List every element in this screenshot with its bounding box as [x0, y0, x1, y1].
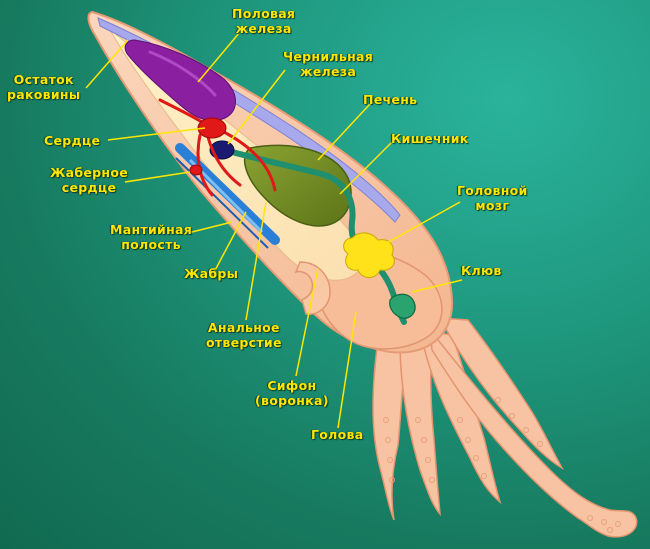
label-beak: Клюв: [461, 263, 502, 278]
label-heart: Сердце: [44, 133, 101, 148]
leader-lines: [85, 31, 463, 429]
label-intestine: Кишечник: [391, 131, 469, 146]
tentacles: [372, 317, 638, 538]
label-mantle-cavity: Мантийная полость: [110, 222, 193, 252]
leader-branchial-heart: [124, 171, 191, 183]
leader-beak: [411, 279, 463, 293]
branchial-heart-organ: [189, 164, 203, 176]
leader-gonad: [197, 31, 241, 83]
leader-intestine: [339, 141, 393, 195]
label-gills: Жабры: [184, 266, 239, 281]
leader-liver: [317, 103, 371, 161]
label-ink-gland: Чернильная железа: [283, 49, 374, 79]
leader-mantle: [183, 221, 233, 235]
beak-organ: [389, 293, 416, 319]
tentacle-long: [429, 327, 638, 538]
leader-ink: [227, 69, 286, 145]
leader-head: [337, 311, 357, 429]
leader-brain: [377, 201, 461, 249]
label-anus: Анальное отверстие: [206, 320, 282, 350]
label-branchial-heart: Жаберное сердце: [50, 165, 128, 195]
label-brain: Головной мозг: [457, 183, 528, 213]
liver: [244, 144, 352, 227]
label-liver: Печень: [363, 92, 418, 107]
arm-1: [372, 339, 411, 521]
suckers: [383, 397, 621, 533]
heart-organ: [197, 117, 227, 139]
label-shell-remnant: Остаток раковины: [7, 72, 81, 102]
brain-organ: [343, 232, 395, 278]
leader-heart: [107, 127, 206, 141]
arm-4: [438, 317, 564, 470]
label-siphon: Сифон (воронка): [255, 378, 329, 408]
leader-siphon: [295, 267, 319, 377]
leader-gills: [211, 211, 247, 277]
leader-anus: [245, 201, 267, 321]
label-gonad: Половая железа: [232, 6, 296, 36]
leader-shell: [85, 39, 129, 89]
label-head: Голова: [311, 427, 364, 442]
arm-2: [399, 339, 441, 517]
siphon-organ: [294, 261, 331, 315]
